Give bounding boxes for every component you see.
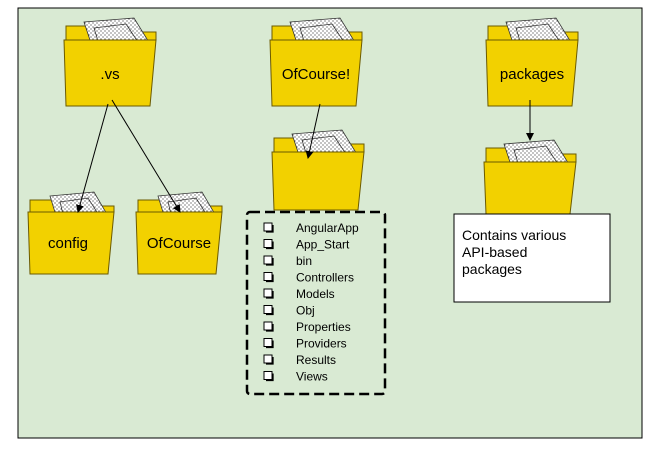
checkbox-shadow-icon — [266, 373, 274, 382]
arrow-vs-to-ofcourse — [111, 99, 181, 213]
checkbox-shadow-icon — [266, 241, 274, 250]
checkbox-shadow-icon — [266, 324, 274, 332]
packages-note-box — [453, 213, 611, 303]
checkbox-shadow-icon — [266, 258, 274, 266]
project-contents-item: Models — [296, 287, 335, 301]
arrow-vs-to-config — [76, 103, 109, 213]
project-contents-item: Results — [296, 353, 336, 367]
folder-ofcourse-sub-label: OfCourse — [147, 235, 211, 252]
checkbox-bullet-icon — [263, 321, 273, 331]
folder-packages-icon: packages — [485, 17, 579, 107]
checkbox-bullet-icon — [263, 338, 273, 347]
project-contents-item: AngularApp — [296, 221, 359, 235]
checkbox-bullet-icon — [263, 354, 273, 364]
folder-config-label: config — [48, 235, 88, 252]
folder-ofcourse-project-icon — [271, 129, 365, 211]
packages-note-line-1: Contains various — [462, 227, 566, 243]
arrow-ofcourse-main-to-project — [305, 103, 321, 159]
project-contents-list: AngularAppApp_StartbinControllersModelsO… — [263, 221, 359, 384]
project-contents-item: Obj — [296, 304, 315, 318]
checkbox-bullet-icon — [263, 255, 273, 265]
project-contents-item: Providers — [296, 337, 347, 351]
checkbox-shadow-icon — [266, 340, 274, 349]
checkbox-bullet-icon — [263, 305, 273, 314]
checkbox-bullet-icon — [263, 371, 273, 380]
folder-ofcourse-main-label: OfCourse! — [282, 66, 350, 83]
folder-vs-icon: .vs — [63, 17, 157, 107]
checkbox-bullet-icon — [263, 272, 273, 281]
folder-config-icon: config — [27, 191, 115, 275]
project-contents-item: App_Start — [296, 238, 350, 252]
project-contents-item: Controllers — [296, 271, 354, 285]
project-contents-item: Views — [296, 370, 328, 384]
checkbox-shadow-icon — [266, 357, 274, 365]
checkbox-shadow-icon — [266, 291, 274, 299]
project-contents-item: bin — [296, 254, 312, 268]
folder-vs-label: .vs — [100, 66, 119, 83]
checkbox-shadow-icon — [266, 225, 274, 233]
folder-ofcourse-sub-icon: OfCourse — [135, 191, 223, 275]
packages-note-line-3: packages — [462, 261, 522, 277]
checkbox-shadow-icon — [266, 307, 274, 316]
project-contents-item: Properties — [296, 320, 351, 334]
project-contents-box — [245, 210, 387, 396]
folder-ofcourse-main-icon: OfCourse! — [269, 17, 363, 107]
checkbox-bullet-icon — [263, 222, 273, 232]
checkbox-bullet-icon — [263, 239, 273, 248]
packages-note-line-2: API-based — [462, 244, 527, 260]
checkbox-shadow-icon — [266, 274, 274, 283]
folder-packages-label: packages — [500, 66, 564, 83]
checkbox-bullet-icon — [263, 288, 273, 298]
